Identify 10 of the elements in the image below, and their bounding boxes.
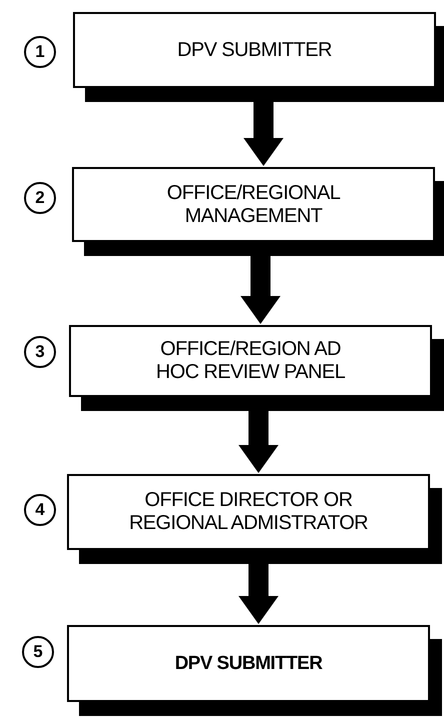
step-number-circle: 4 [24,494,56,526]
box-label: OFFICE DIRECTOR OR REGIONAL ADMISTRATOR [128,489,369,535]
box-label: DPV SUBMITTER [177,38,332,62]
step-number-circle: 1 [24,36,56,68]
step-number-circle: 2 [24,182,56,214]
step-number-circle: 3 [24,336,56,368]
box-label: DPV SUBMITTER [174,652,322,674]
step-number-circle: 5 [22,636,54,668]
box-label: OFFICE/REGION AD HOC REVIEW PANEL [155,338,346,384]
box-label: OFFICE/REGIONAL MANAGEMENT [166,182,342,228]
